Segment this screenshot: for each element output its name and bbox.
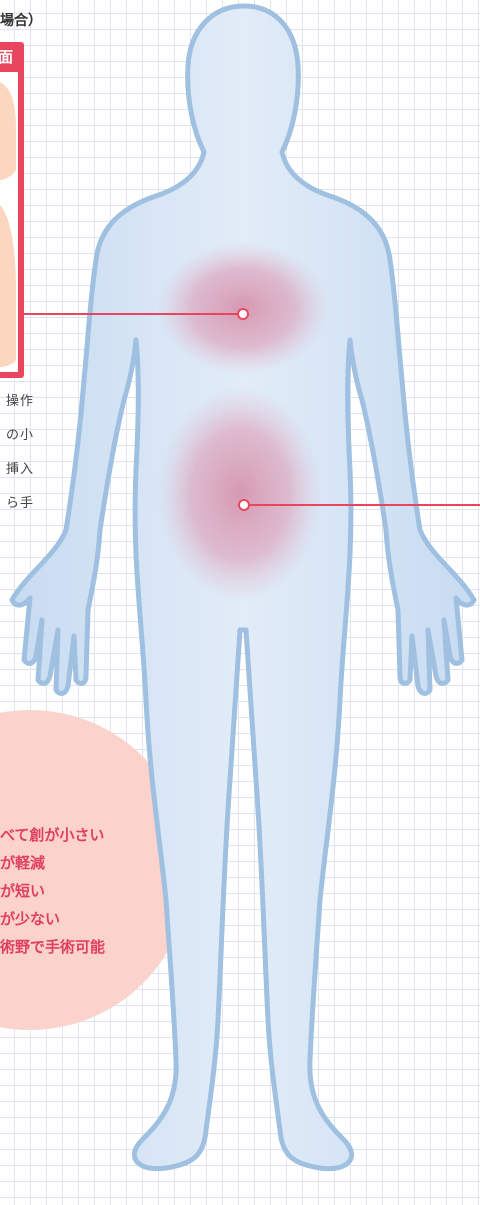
abdomen-organ-region (158, 386, 322, 602)
side-text-line: 操作 (6, 390, 34, 409)
panel-title: 面 (0, 44, 16, 70)
side-text-line: ら手 (6, 492, 34, 511)
benefit-item: が軽減 (0, 852, 45, 873)
side-text-line: の小 (6, 424, 34, 443)
benefit-item: 術野で手術可能 (0, 936, 105, 957)
side-text-line: 挿入 (6, 458, 34, 477)
caption-text: 場合） (0, 10, 42, 30)
view-panel (0, 42, 24, 378)
benefit-item: べて創が小さい (0, 824, 104, 845)
benefit-item: が少ない (0, 908, 60, 929)
benefit-item: が短い (0, 880, 45, 901)
